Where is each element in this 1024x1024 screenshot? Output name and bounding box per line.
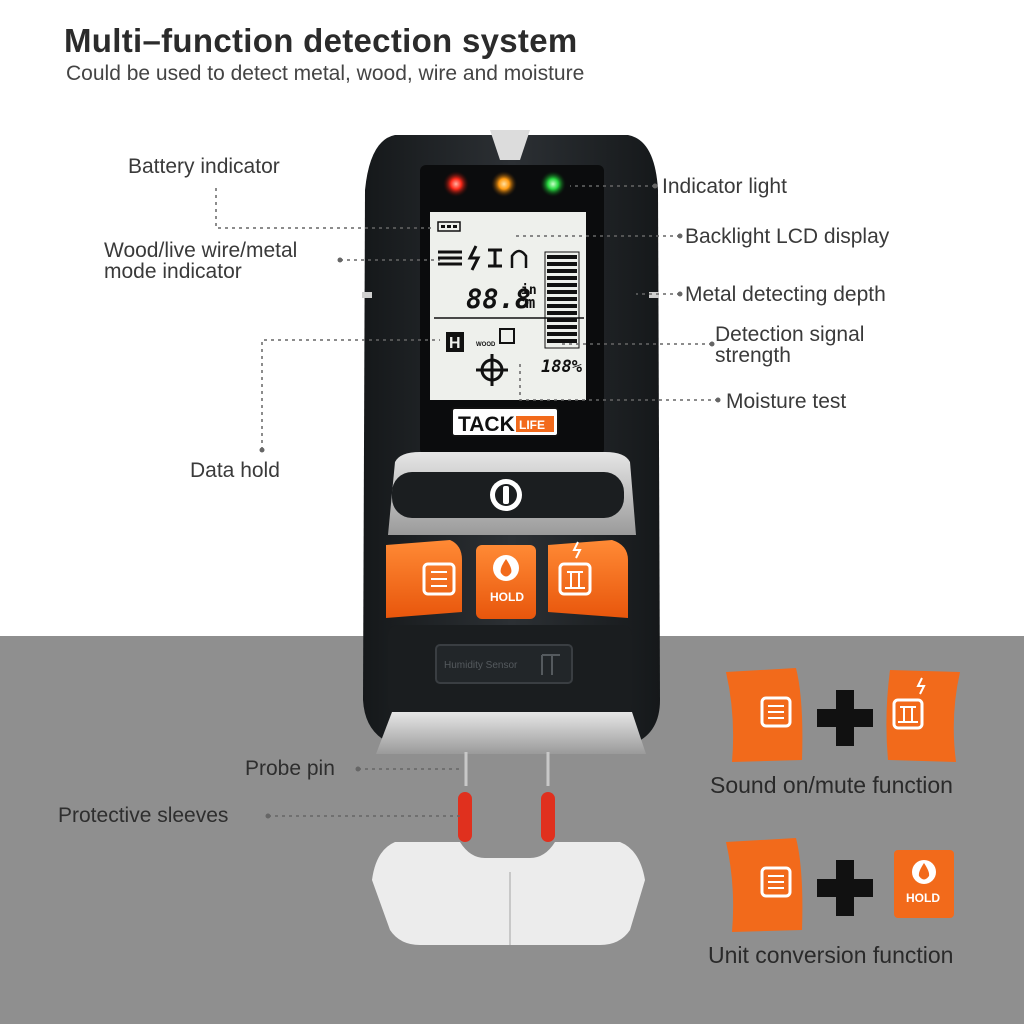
callout-mode-indicator-2: mode indicator bbox=[104, 260, 242, 283]
hold-button-label: HOLD bbox=[490, 590, 524, 604]
unit-conversion-function-label: Unit conversion function bbox=[708, 942, 954, 968]
lcd-crosshair-icon bbox=[476, 354, 508, 386]
callout-mode-indicator-1: Wood/live wire/metal bbox=[104, 239, 298, 262]
callout-battery-indicator: Battery indicator bbox=[128, 155, 280, 178]
page-subtitle: Could be used to detect metal, wood, wir… bbox=[66, 62, 585, 85]
amber-indicator-light bbox=[491, 171, 517, 197]
lcd-unit-cm: cm bbox=[516, 293, 536, 312]
green-indicator-light bbox=[540, 171, 566, 197]
red-indicator-light bbox=[443, 171, 469, 197]
lcd-metal-mode-icon bbox=[488, 248, 502, 268]
lcd-signal-bars bbox=[544, 251, 580, 349]
metal-mode-button bbox=[548, 540, 628, 618]
protective-sleeves-red bbox=[458, 792, 555, 842]
protective-cap bbox=[372, 842, 645, 945]
bottom-cap bbox=[376, 712, 646, 754]
humidity-sensor-panel bbox=[435, 644, 573, 684]
hold-button bbox=[476, 545, 536, 619]
callout-moisture-test: Moisture test bbox=[726, 390, 847, 413]
lcd-signal-percent: 188% bbox=[541, 357, 583, 377]
callout-protective-sleeves: Protective sleeves bbox=[58, 804, 229, 827]
brand-sub: LIFE bbox=[519, 418, 545, 432]
combo1-plus-icon bbox=[817, 690, 873, 746]
top-notch bbox=[490, 130, 530, 160]
callout-signal-strength-2: strength bbox=[715, 344, 791, 367]
lcd-unit-in: in bbox=[521, 283, 537, 298]
callout-backlight-lcd: Backlight LCD display bbox=[685, 225, 890, 248]
combo2-hold-label: HOLD bbox=[906, 891, 940, 905]
callout-signal-strength-1: Detection signal bbox=[715, 323, 865, 346]
combo1-wood-button-icon bbox=[726, 668, 803, 762]
callout-indicator-light: Indicator light bbox=[662, 175, 787, 198]
probe-pins bbox=[464, 752, 550, 786]
left-slot bbox=[362, 292, 372, 298]
lcd-hold-letter: H bbox=[449, 335, 461, 352]
lcd-live-wire-icon bbox=[467, 245, 481, 271]
brand-main: TACK bbox=[458, 413, 515, 436]
lcd-wood-label: WOOD bbox=[476, 342, 496, 348]
callout-metal-depth: Metal detecting depth bbox=[685, 283, 886, 306]
callout-probe-pin: Probe pin bbox=[245, 757, 335, 780]
sensor-label: Humidity Sensor bbox=[444, 660, 518, 671]
lcd-moisture-icon bbox=[499, 328, 515, 344]
lcd-hold-box bbox=[446, 332, 464, 352]
page-title: Multi–function detection system bbox=[64, 22, 578, 59]
lcd-magnet-icon bbox=[510, 249, 528, 268]
sound-mute-function-label: Sound on/mute function bbox=[710, 772, 953, 798]
combo2-hold-button-icon bbox=[894, 850, 954, 918]
lcd-battery-icon bbox=[437, 221, 461, 232]
combo2-plus-icon bbox=[817, 860, 873, 916]
right-slot bbox=[649, 292, 659, 298]
combo1-metal-button-icon bbox=[886, 670, 960, 762]
lcd-depth-reading: 88.8 bbox=[466, 284, 531, 315]
lcd-wood-mode-icon bbox=[438, 250, 462, 266]
callout-data-hold: Data hold bbox=[190, 459, 280, 482]
combo2-wood-button-icon bbox=[726, 838, 803, 932]
